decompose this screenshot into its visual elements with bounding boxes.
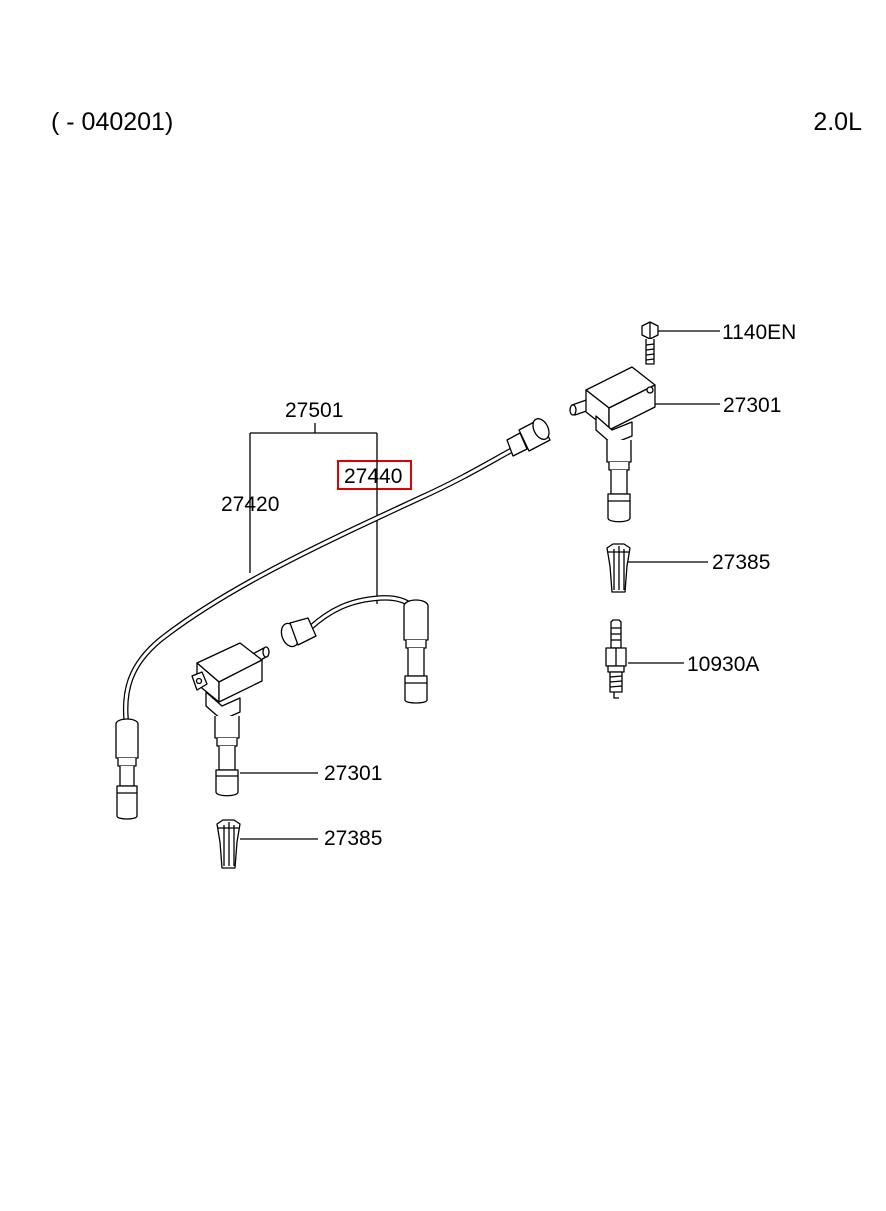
highlight-box <box>337 460 412 490</box>
date-range-label: ( - 040201) <box>51 108 174 136</box>
ignition-coil-lower[interactable] <box>191 642 270 797</box>
coil-boot-lower[interactable] <box>216 819 241 869</box>
label-1140EN[interactable]: 1140EN <box>722 321 796 344</box>
coil-boot-upper[interactable] <box>606 543 631 593</box>
ignition-coil-upper[interactable] <box>569 366 656 523</box>
label-27501[interactable]: 27501 <box>285 399 343 422</box>
engine-label: 2.0L <box>813 108 862 136</box>
bolt-1140EN[interactable] <box>641 321 659 365</box>
label-27440[interactable]: 27440 <box>344 465 402 488</box>
label-27301-upper[interactable]: 27301 <box>723 394 781 417</box>
label-27385-upper[interactable]: 27385 <box>712 551 770 574</box>
ignition-cable-short[interactable] <box>278 595 429 704</box>
spark-plug[interactable] <box>605 619 627 699</box>
label-10930A[interactable]: 10930A <box>687 653 759 676</box>
label-27385-lower[interactable]: 27385 <box>324 827 382 850</box>
label-27301-lower[interactable]: 27301 <box>324 762 382 785</box>
ignition-cable-long[interactable] <box>115 416 552 820</box>
